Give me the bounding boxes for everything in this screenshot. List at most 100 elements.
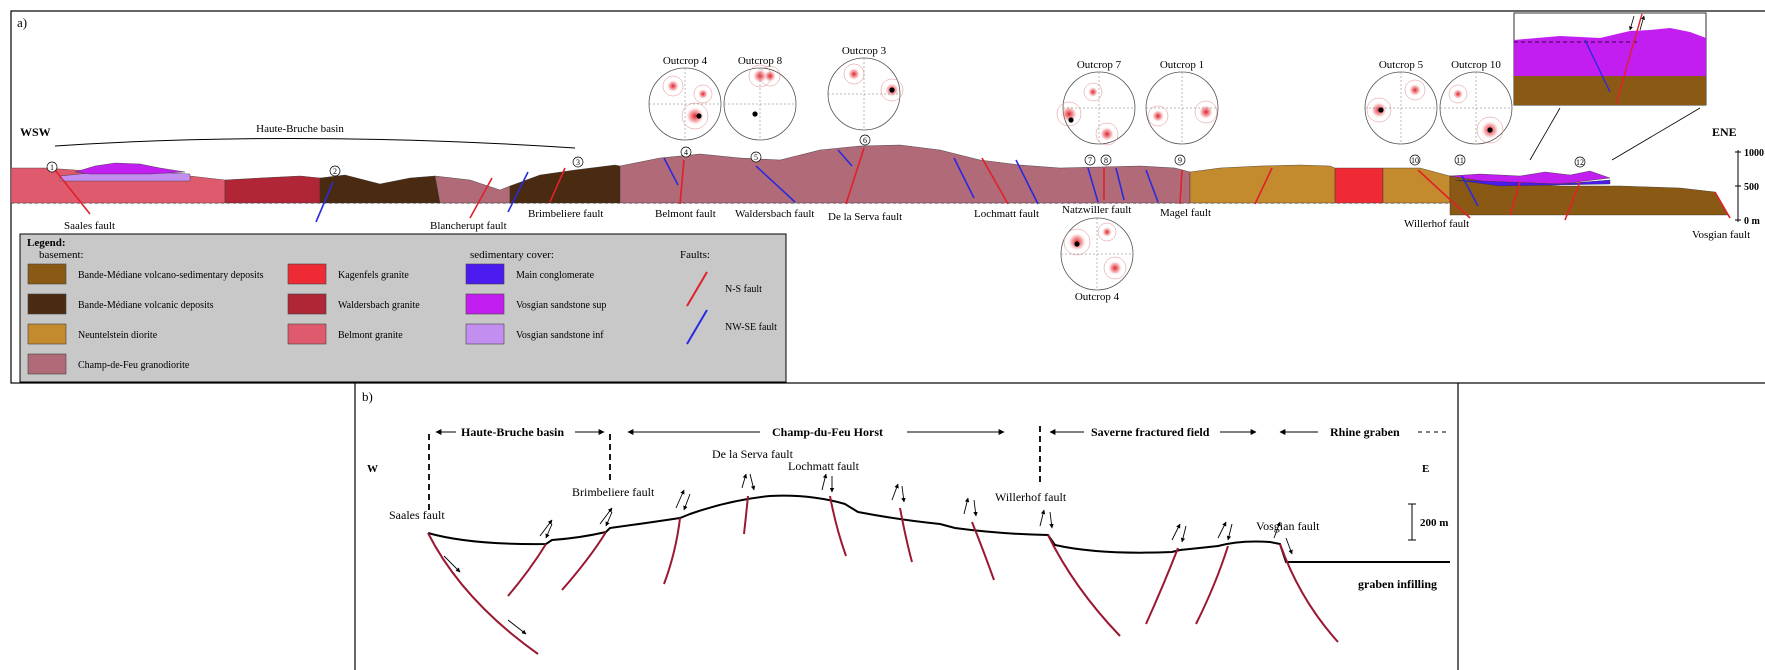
- fault-magel-a: [1179, 169, 1183, 205]
- legend-title: Legend:: [27, 237, 66, 249]
- stereonet-label-4: Outcrop 7: [1077, 59, 1122, 71]
- fault-nw-se-6: [837, 149, 853, 167]
- stereonet-1: Outcrop 4: [648, 55, 722, 141]
- label-de-la-serva-fault-b: De la Serva fault: [712, 447, 794, 461]
- faults-panel-b: [427, 495, 1339, 655]
- unit-vosgian-sandstone-sup-west: [74, 162, 186, 175]
- unit-main-conglomerate-east: [1454, 179, 1611, 187]
- panel-b: b) W E Haute-Bruche basin Champ-du-Feu H…: [354, 383, 1459, 670]
- inset-connector-right: [1611, 107, 1701, 161]
- fault-magel-nwse-a: [1145, 169, 1159, 203]
- scale-tick-1000: 1000: [1744, 148, 1764, 159]
- legend-swatch-7: [287, 323, 327, 345]
- fault-brimbeliere-b: [561, 531, 607, 591]
- cross-section: [10, 144, 1729, 216]
- fault-b-2: [507, 543, 547, 597]
- direction-e: E: [1422, 463, 1429, 475]
- unit-kagenfels-granite: [1334, 167, 1384, 204]
- inset-nwse-fault: [1584, 39, 1611, 93]
- basin-label: Haute-Bruche basin: [256, 123, 344, 135]
- svg-text:12: 12: [1576, 158, 1584, 167]
- stereonet-4: Outcrop 7: [1056, 59, 1136, 146]
- legend-swatch-8: [465, 263, 505, 285]
- marker-6: 6: [859, 134, 871, 146]
- domain-rhine: Rhine graben: [1330, 425, 1400, 439]
- legend-swatch-4: [27, 353, 67, 375]
- fault-willerhof-a: [1417, 169, 1471, 219]
- inset-ns-fault: [1615, 13, 1643, 105]
- svg-text:11: 11: [1456, 156, 1464, 165]
- legend-unit-label-7: Belmont granite: [338, 330, 403, 341]
- panel-a: a): [10, 10, 1765, 384]
- fault-nw-se-7: [953, 157, 975, 199]
- fault-belmont-a: [679, 159, 685, 205]
- label-magel-fault: Magel fault: [1160, 207, 1211, 219]
- svg-text:7: 7: [1088, 156, 1092, 165]
- inset-arrow-down: [1629, 15, 1635, 31]
- legend-fault-label-1: N-S fault: [725, 284, 762, 295]
- inset-sandstone-sup: [1514, 28, 1706, 76]
- stereonet-2: Outcrop 8: [723, 55, 797, 141]
- stereonet-3: Outcrop 3: [827, 45, 904, 131]
- stereonet-label-8: Outcrop 4: [1075, 291, 1120, 303]
- fault-labels-b: Saales fault Brimbeliere fault De la Ser…: [389, 447, 1320, 533]
- marker-3: 3: [572, 156, 584, 168]
- fault-de-la-serva-a: [845, 147, 865, 205]
- label-brimbeliere-fault-b: Brimbeliere fault: [572, 485, 655, 499]
- fault-labels-a: Saales fault Blancherupt fault Brimbelie…: [64, 204, 1750, 241]
- fault-b-4: [663, 517, 681, 585]
- graben-infilling-label: graben infilling: [1358, 577, 1437, 591]
- label-de-la-serva-fault-a: De la Serva fault: [828, 211, 902, 223]
- legend-swatch-2: [27, 293, 67, 315]
- stereonet-label-7: Outcrop 10: [1451, 59, 1501, 71]
- label-willerhof-fault-b: Willerhof fault: [995, 490, 1067, 504]
- stereonet-label-3: Outcrop 3: [842, 45, 887, 57]
- label-willerhof-fault-a: Willerhof fault: [1404, 218, 1469, 230]
- legend-swatch-10: [465, 323, 505, 345]
- legend-unit-label-6: Waldersbach granite: [338, 300, 420, 311]
- label-saales-fault-b: Saales fault: [389, 508, 445, 522]
- legend: Legend: basement: sedimentary cover: Fau…: [19, 233, 787, 383]
- markers: 1 2 3 4 5 6 7 8 9 10 11 12: [46, 134, 1586, 177]
- legend-swatch-3: [27, 323, 67, 345]
- fault-lochmatt-a: [981, 157, 1009, 205]
- domain-headers: Haute-Bruche basin Champ-du-Feu Horst Sa…: [435, 425, 1450, 439]
- inset-arrow-up: [1639, 15, 1645, 31]
- legend-units: Bande-Médiane volcano-sedimentary deposi…: [27, 263, 606, 375]
- fault-nw-se-11: [1461, 175, 1479, 207]
- marker-12: 12: [1574, 156, 1586, 168]
- vertical-scale-a: 1000 500 0 m: [1735, 148, 1764, 227]
- fault-lochmatt-b: [829, 495, 847, 557]
- svg-text:10: 10: [1411, 156, 1419, 165]
- fault-saales-b: [427, 532, 539, 655]
- legend-fault-label-2: NW-SE fault: [725, 322, 777, 333]
- legend-swatch-9: [465, 293, 505, 315]
- marker-1: 1: [46, 161, 58, 173]
- unit-neuntelstein-diorite: [1189, 164, 1336, 204]
- fault-brimbeliere-a: [549, 167, 566, 203]
- stereonet-label-6: Outcrop 5: [1379, 59, 1424, 71]
- legend-unit-label-3: Neuntelstein diorite: [78, 330, 158, 341]
- fault-b-11: [1195, 545, 1229, 625]
- unit-waldersbach-granite: [224, 175, 321, 204]
- svg-text:1: 1: [50, 163, 54, 172]
- legend-swatch-5: [287, 263, 327, 285]
- fault-natzwiller-nwse-a: [1087, 167, 1099, 203]
- legend-unit-label-5: Kagenfels granite: [338, 270, 409, 281]
- unit-neuntelstein-diorite-east: [1382, 167, 1451, 204]
- legend-swatch-1: [27, 263, 67, 285]
- direction-wsw: WSW: [20, 125, 51, 139]
- topographic-profile: [427, 494, 1450, 563]
- stereonet-6: Outcrop 5: [1364, 59, 1438, 145]
- panel-a-label: a): [17, 15, 27, 30]
- fault-ns-10: [1254, 167, 1273, 205]
- label-saales-fault-a: Saales fault: [64, 220, 115, 232]
- domain-haute-bruche: Haute-Bruche basin: [461, 425, 564, 439]
- inset-detail: [1513, 12, 1707, 161]
- marker-5: 5: [750, 151, 762, 163]
- fault-b-7: [899, 507, 913, 563]
- legend-unit-label-9: Vosgian sandstone sup: [516, 300, 606, 311]
